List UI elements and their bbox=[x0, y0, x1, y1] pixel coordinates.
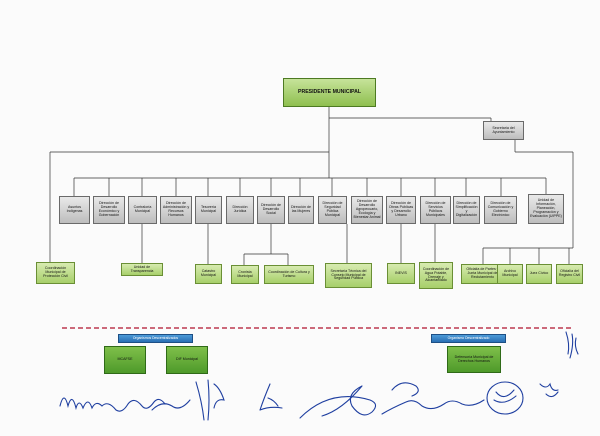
org-box-mcafse: MCAFSE bbox=[104, 346, 146, 374]
dept-box-desarrollo-agropecuario: Dirección de Desarrollo Agropecuario, Ec… bbox=[351, 196, 383, 224]
dept-box-contraloria: Contraloría Municipal bbox=[128, 196, 157, 224]
dept-box-administracion: Dirección de Administración y Recursos H… bbox=[160, 196, 192, 224]
sub-box-archivo: Archivo Municipal bbox=[497, 264, 523, 284]
sub-box-oficialia-partes: Oficialía de Partes y Junta Municipal de… bbox=[461, 264, 504, 284]
sub-box-agua-potable: Coordinación de Agua Potable, Drenaje y … bbox=[419, 262, 453, 289]
sub-box-inevis: INEVIS bbox=[387, 263, 415, 284]
sub-box-juez-civico: Juez Cívico bbox=[526, 264, 552, 284]
dept-box-desarrollo-social: Dirección de Desarrollo Social bbox=[257, 196, 285, 224]
header-organismos-descentralizados: Organismos Descentralizados bbox=[118, 334, 193, 343]
connector-lines bbox=[49, 107, 574, 265]
dept-box-seguridad-publica: Dirección de Seguridad Pública Municipal bbox=[318, 196, 347, 224]
dept-box-servicios-publicos: Dirección de Servicios Públicos Municipa… bbox=[420, 196, 451, 224]
sub-box-registro-civil: Oficialía del Registro Civil bbox=[556, 264, 583, 284]
dept-box-uippe: Unidad de Información, Planeación, Progr… bbox=[528, 194, 564, 224]
dept-box-mujeres: Dirección de las Mujeres bbox=[288, 196, 314, 224]
dept-box-desarrollo-economico: Dirección de Desarrollo Económico y Gobe… bbox=[93, 196, 125, 224]
signatures bbox=[59, 331, 579, 421]
dept-box-simplificacion: Dirección de Simplificación y Digitaliza… bbox=[453, 196, 480, 224]
org-box-derechos-humanos: Defensoría Municipal de Derechos Humanos bbox=[447, 346, 501, 373]
dept-box-tesoreria: Tesorería Municipal bbox=[195, 196, 222, 224]
sub-box-cronista: Cronista Municipal bbox=[231, 265, 259, 284]
header-organismo-descentralizado: Organismo Descentralizado bbox=[431, 334, 506, 343]
sub-box-cultura-turismo: Coordinación de Cultura y Turismo bbox=[264, 265, 314, 284]
dept-box-obras-publicas: Dirección de Obras Públicas y Desarrollo… bbox=[386, 196, 416, 224]
sub-box-proteccion-civil: Coordinación Municipal de Protección Civ… bbox=[36, 262, 75, 284]
president-box: PRESIDENTE MUNICIPAL bbox=[283, 78, 376, 107]
dept-box-asuntos-indigenas: Asuntos Indígenas bbox=[59, 196, 90, 224]
sub-box-catastro: Catastro Municipal bbox=[195, 264, 222, 284]
org-box-dif: DIF Municipal bbox=[166, 346, 208, 374]
dept-box-comunicacion: Dirección de Comunicación y Gobierno Ele… bbox=[484, 196, 517, 224]
sub-box-secretaria-tecnica: Secretaría Técnica del Consejo Municipal… bbox=[325, 263, 372, 288]
dept-box-juridica: Dirección Jurídica bbox=[226, 196, 254, 224]
sub-box-transparencia: Unidad de Transparencia bbox=[121, 263, 163, 276]
secretaria-box: Secretaría del Ayuntamiento bbox=[483, 121, 524, 140]
